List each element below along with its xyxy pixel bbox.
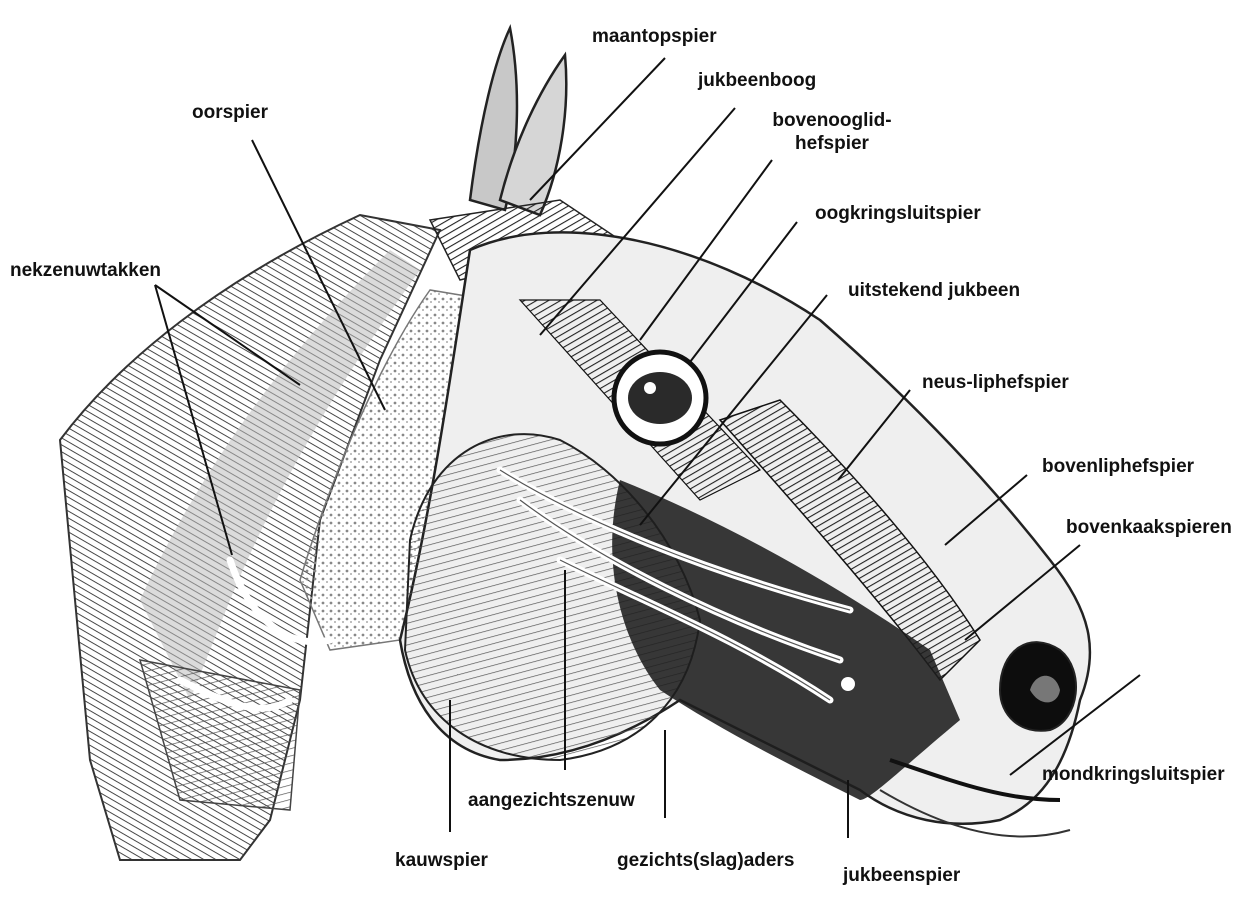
label-bovenliphefspier: bovenliphefspier — [1042, 456, 1194, 478]
label-nekzenuwtakken: nekzenuwtakken — [10, 260, 161, 282]
label-bovenooglid-line2: hefspier — [762, 133, 902, 155]
eye-highlight — [644, 382, 656, 394]
label-jukbeenboog: jukbeenboog — [698, 70, 816, 92]
label-bovenooglid-line1: bovenooglid- — [762, 110, 902, 132]
label-aangezichtszenuw: aangezichtszenuw — [468, 790, 635, 812]
label-neus-liphefspier: neus-liphefspier — [922, 372, 1069, 394]
label-mondkringsluitspier: mondkringsluitspier — [1042, 764, 1225, 786]
label-bovenkaakspieren: bovenkaakspieren — [1066, 517, 1232, 539]
label-oogkringsluitspier: oogkringsluitspier — [815, 203, 981, 225]
marker-dot — [841, 677, 855, 691]
label-jukbeenspier: jukbeenspier — [843, 865, 960, 887]
label-maantopspier: maantopspier — [592, 26, 717, 48]
label-gezichtsaders: gezichts(slag)aders — [617, 850, 794, 872]
eye — [628, 372, 692, 424]
label-oorspier: oorspier — [192, 102, 268, 124]
label-uitstekend-jukbeen: uitstekend jukbeen — [848, 280, 1020, 302]
label-kauwspier: kauwspier — [395, 850, 488, 872]
